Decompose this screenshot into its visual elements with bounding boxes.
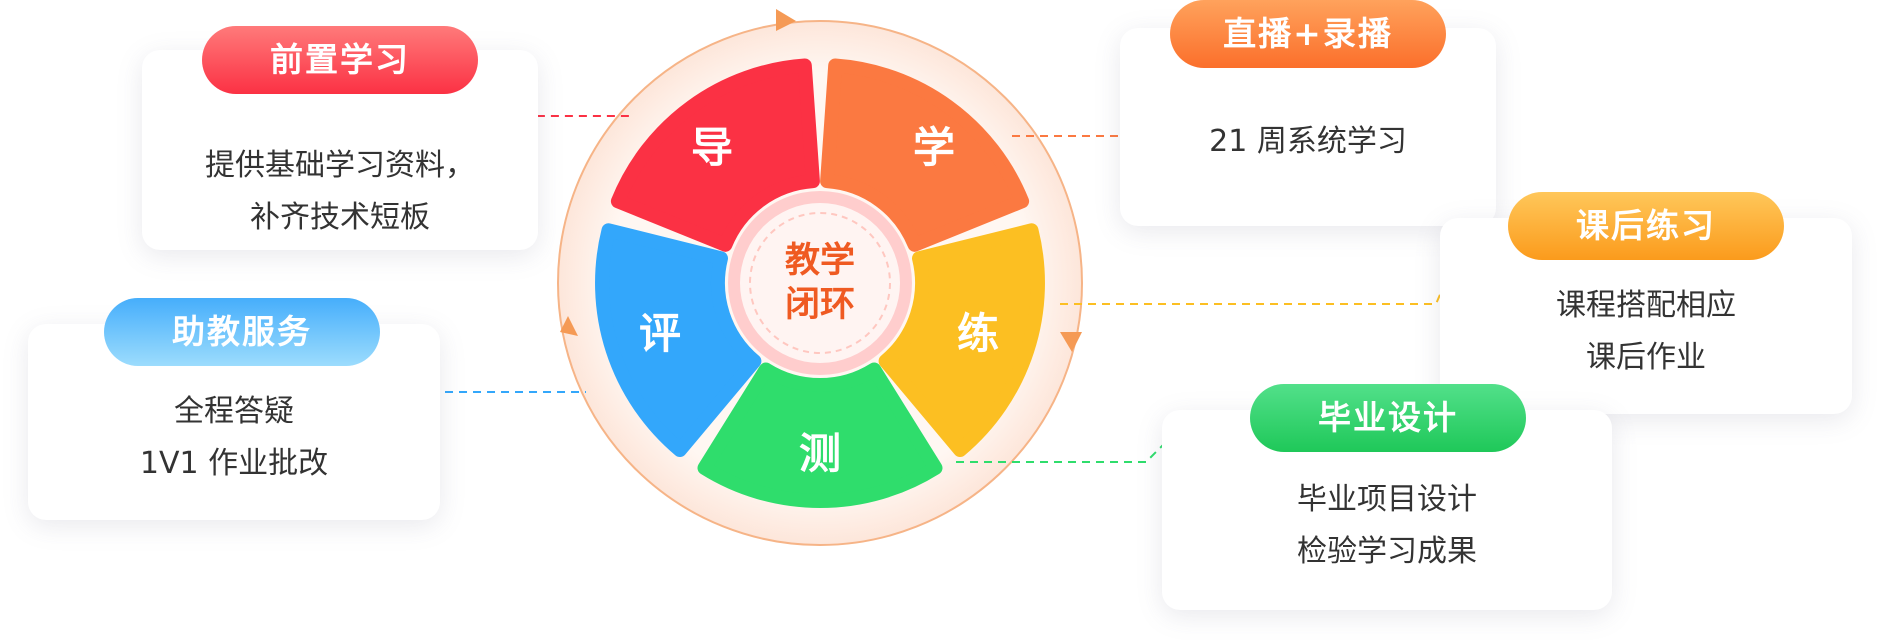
pill-homework: 课后练习 <box>1508 192 1784 260</box>
card-graduation-line-1: 毕业项目设计 <box>1297 482 1477 517</box>
ring-arrow-left-icon <box>560 316 578 336</box>
center-label-line-1: 教学 <box>784 241 855 281</box>
card-homework-text: 课程搭配相应 课后作业 <box>1440 280 1852 384</box>
card-live-record-line-1: 21 周系统学习 <box>1209 124 1407 159</box>
segment-label-practice: 练 <box>956 309 999 358</box>
segment-test <box>697 362 943 509</box>
card-homework-line-1: 课程搭配相应 <box>1556 288 1736 323</box>
card-pre-study-text: 提供基础学习资料， 补齐技术短板 <box>142 140 538 244</box>
segment-practice <box>878 223 1045 457</box>
center-label-line-2: 闭环 <box>784 285 855 325</box>
pill-pre-study: 前置学习 <box>202 26 478 94</box>
segment-evaluate <box>595 223 762 457</box>
wheel-segments <box>595 58 1045 509</box>
card-pre-study-line-1: 提供基础学习资料， <box>205 148 475 183</box>
pill-ta-service: 助教服务 <box>104 298 380 366</box>
segment-guide <box>610 58 820 252</box>
card-ta-service-text: 全程答疑 1V1 作业批改 <box>28 386 440 490</box>
center-dashed-ring <box>749 212 891 354</box>
segment-label-evaluate: 评 <box>638 309 681 358</box>
card-graduation-line-2: 检验学习成果 <box>1297 534 1477 569</box>
card-homework-line-2: 课后作业 <box>1586 340 1706 375</box>
card-ta-service-line-1: 全程答疑 <box>174 394 294 429</box>
center-disc <box>740 203 900 363</box>
ring-arrow-top-icon <box>776 9 796 31</box>
segment-learn <box>820 58 1030 252</box>
card-pre-study-line-2: 补齐技术短板 <box>250 200 430 235</box>
card-graduation-text: 毕业项目设计 检验学习成果 <box>1162 474 1612 578</box>
card-ta-service-line-2: 1V1 作业批改 <box>139 446 329 481</box>
pill-live-record: 直播+录播 <box>1170 0 1446 68</box>
segment-label-guide: 导 <box>690 123 733 172</box>
connector-homework <box>1060 275 1449 305</box>
segment-label-test: 测 <box>798 429 841 478</box>
pill-graduation: 毕业设计 <box>1250 384 1526 452</box>
segment-label-learn: 学 <box>912 123 955 172</box>
center-label: 教学 闭环 <box>760 239 880 327</box>
card-live-record-text: 21 周系统学习 <box>1120 116 1496 168</box>
ring-arrow-right-icon <box>1060 332 1082 352</box>
